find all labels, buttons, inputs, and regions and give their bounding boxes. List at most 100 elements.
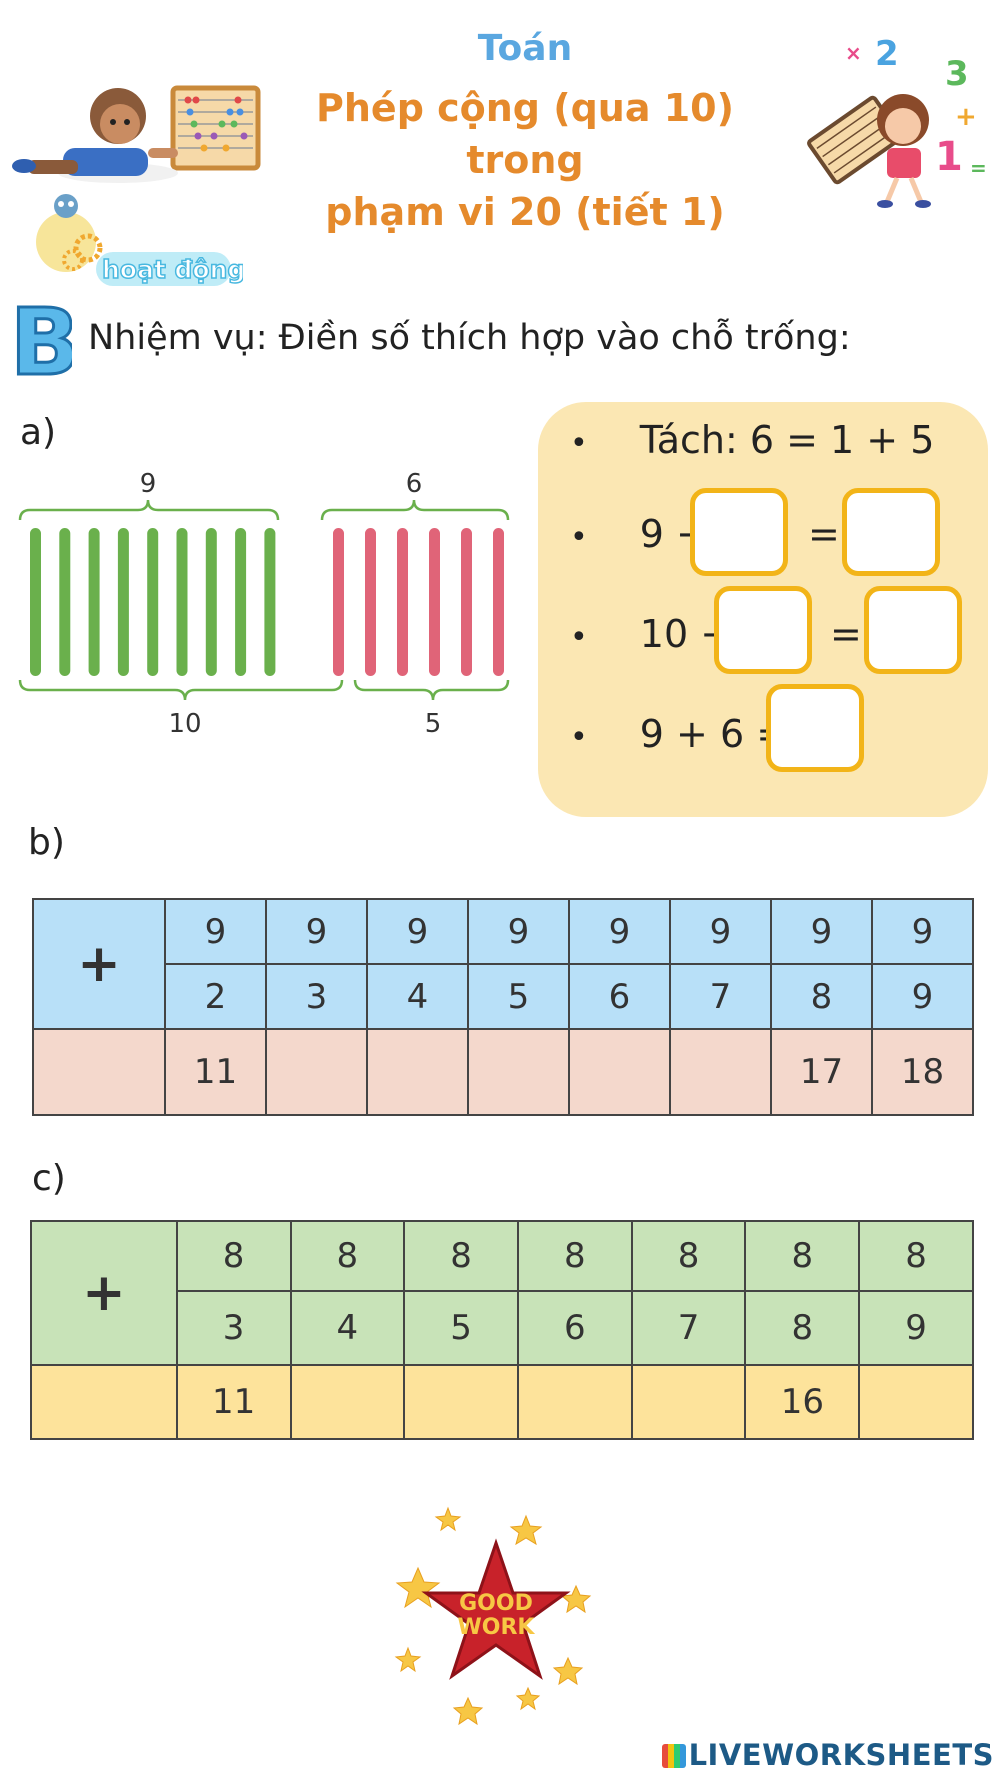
table-b-result-cell: 17 (770, 1028, 873, 1116)
equation-split: • Tách: 6 = 1 + 5 (570, 418, 934, 462)
table-c-answer-cell[interactable] (516, 1364, 633, 1440)
table-c: + 8 8 8 8 8 8 8 3 4 5 6 7 8 9 11 16 (30, 1220, 974, 1440)
bullet: • (570, 620, 588, 655)
table-b-result-cell: 18 (871, 1028, 974, 1116)
table-c-row2-cell: 8 (744, 1290, 861, 1366)
top-brace-left (18, 499, 280, 521)
table-c-result-header (30, 1364, 178, 1440)
table-c-row1-cell: 8 (744, 1220, 861, 1292)
table-b-answer-cell[interactable] (265, 1028, 368, 1116)
answer-box-sum-1[interactable] (842, 488, 940, 576)
table-b: + 9 9 9 9 9 9 9 9 2 3 4 5 6 7 8 9 11 17 … (32, 898, 974, 1116)
task-instruction: Nhiệm vụ: Điền số thích hợp vào chỗ trốn… (88, 318, 851, 358)
green-stick (59, 528, 71, 676)
answer-box-sum-2[interactable] (864, 586, 962, 674)
table-b-row2-cell: 4 (366, 963, 469, 1030)
table-b-row2-cell: 7 (669, 963, 772, 1030)
svg-text:=: = (970, 156, 987, 180)
table-b-row2-cell: 3 (265, 963, 368, 1030)
table-b-row2-cell: 5 (467, 963, 570, 1030)
watermark-text: LIVEWORKSHEETS (688, 1738, 994, 1772)
bottom-brace-left (18, 679, 344, 701)
eq3-equals: = (830, 612, 862, 656)
table-b-row1-cell: 9 (164, 898, 267, 965)
table-c-row2-cell: 5 (403, 1290, 519, 1366)
svg-text:+: + (955, 102, 977, 132)
svg-text:1: 1 (935, 134, 963, 180)
green-stick (117, 528, 129, 676)
table-c-row1-cell: 8 (858, 1220, 974, 1292)
red-stick (397, 528, 408, 676)
table-b-row1-cell: 9 (669, 898, 772, 965)
table-b-row1-cell: 9 (265, 898, 368, 965)
table-c-answer-cell[interactable] (630, 1364, 747, 1440)
red-stick (429, 528, 440, 676)
table-c-answer-cell[interactable] (858, 1364, 974, 1440)
table-c-row2-cell: 6 (516, 1290, 633, 1366)
table-b-row1-cell: 9 (366, 898, 469, 965)
table-b-row2-cell: 2 (164, 963, 267, 1030)
table-b-row1-cell: 9 (568, 898, 671, 965)
table-b-row1-cell: 9 (467, 898, 570, 965)
bullet: • (570, 520, 588, 555)
table-c-result-cell: 16 (744, 1364, 861, 1440)
table-c-answer-cell[interactable] (403, 1364, 519, 1440)
table-b-answer-cell[interactable] (467, 1028, 570, 1116)
table-c-row2-cell: 7 (630, 1290, 747, 1366)
table-c-row2-cell: 9 (858, 1290, 974, 1366)
svg-text:2: 2 (875, 34, 899, 74)
table-b-answer-cell[interactable] (568, 1028, 671, 1116)
bottom-brace-right (353, 679, 510, 701)
eq4-left: 9 + 6 = (639, 712, 789, 756)
answer-box-sum-3[interactable] (766, 684, 864, 772)
liveworksheets-watermark: LIVEWORKSHEETS (661, 1738, 994, 1772)
table-c-row1-cell: 8 (289, 1220, 406, 1292)
plus-sign: + (30, 1220, 178, 1366)
bullet: • (570, 720, 588, 755)
svg-text:3: 3 (945, 54, 969, 94)
top-label-left: 9 (140, 469, 157, 499)
lesson-title-line1: Phép cộng (qua 10) trong (316, 86, 734, 182)
table-c-row1-cell: 8 (175, 1220, 292, 1292)
table-b-row1-cell: 9 (770, 898, 873, 965)
top-label-right: 6 (406, 469, 423, 499)
bullet: • (570, 426, 588, 461)
part-a-label: a) (20, 412, 57, 453)
table-c-answer-cell[interactable] (289, 1364, 406, 1440)
green-stick (235, 528, 247, 676)
green-stick (147, 528, 159, 676)
section-letter: B (10, 296, 72, 382)
table-b-answer-cell[interactable] (669, 1028, 772, 1116)
sticks-diagram: 9 6 10 5 (18, 469, 510, 739)
lesson-title: Phép cộng (qua 10) trong phạm vi 20 (tiế… (260, 82, 790, 238)
answer-box-addend-1[interactable] (690, 488, 788, 576)
bottom-label-left: 10 (168, 709, 201, 739)
part-b-label: b) (28, 822, 65, 863)
red-stick (365, 528, 376, 676)
section-b-badge: B (10, 296, 72, 382)
table-b-answer-cell[interactable] (366, 1028, 469, 1116)
red-stick (333, 528, 344, 676)
equation-line-3: • 10 + (570, 612, 732, 656)
table-c-row2-cell: 3 (175, 1290, 292, 1366)
green-stick (176, 528, 188, 676)
plus-sign: + (32, 898, 166, 1030)
svg-text:×: × (845, 41, 862, 65)
green-stick (30, 528, 41, 676)
table-b-result-cell: 11 (164, 1028, 267, 1116)
red-stick (493, 528, 504, 676)
liveworksheets-logo-icon (661, 1744, 686, 1768)
table-c-row1-cell: 8 (516, 1220, 633, 1292)
table-b-row2-cell: 8 (770, 963, 873, 1030)
boy-abacus-illustration (12, 85, 261, 183)
activity-badge: hoạt động (36, 194, 243, 286)
equation-line-2: • 9 + (570, 512, 708, 556)
answer-box-addend-2[interactable] (714, 586, 812, 674)
activity-label: hoạt động (102, 255, 243, 284)
badge-text-line1: GOOD (459, 1591, 533, 1616)
table-b-row2-cell: 9 (871, 963, 974, 1030)
subject-title: Toán (477, 28, 573, 69)
good-work-star-badge: GOOD WORK (394, 1506, 592, 1726)
badge-text-line2: WORK (458, 1615, 536, 1640)
table-b-result-header (32, 1028, 166, 1116)
